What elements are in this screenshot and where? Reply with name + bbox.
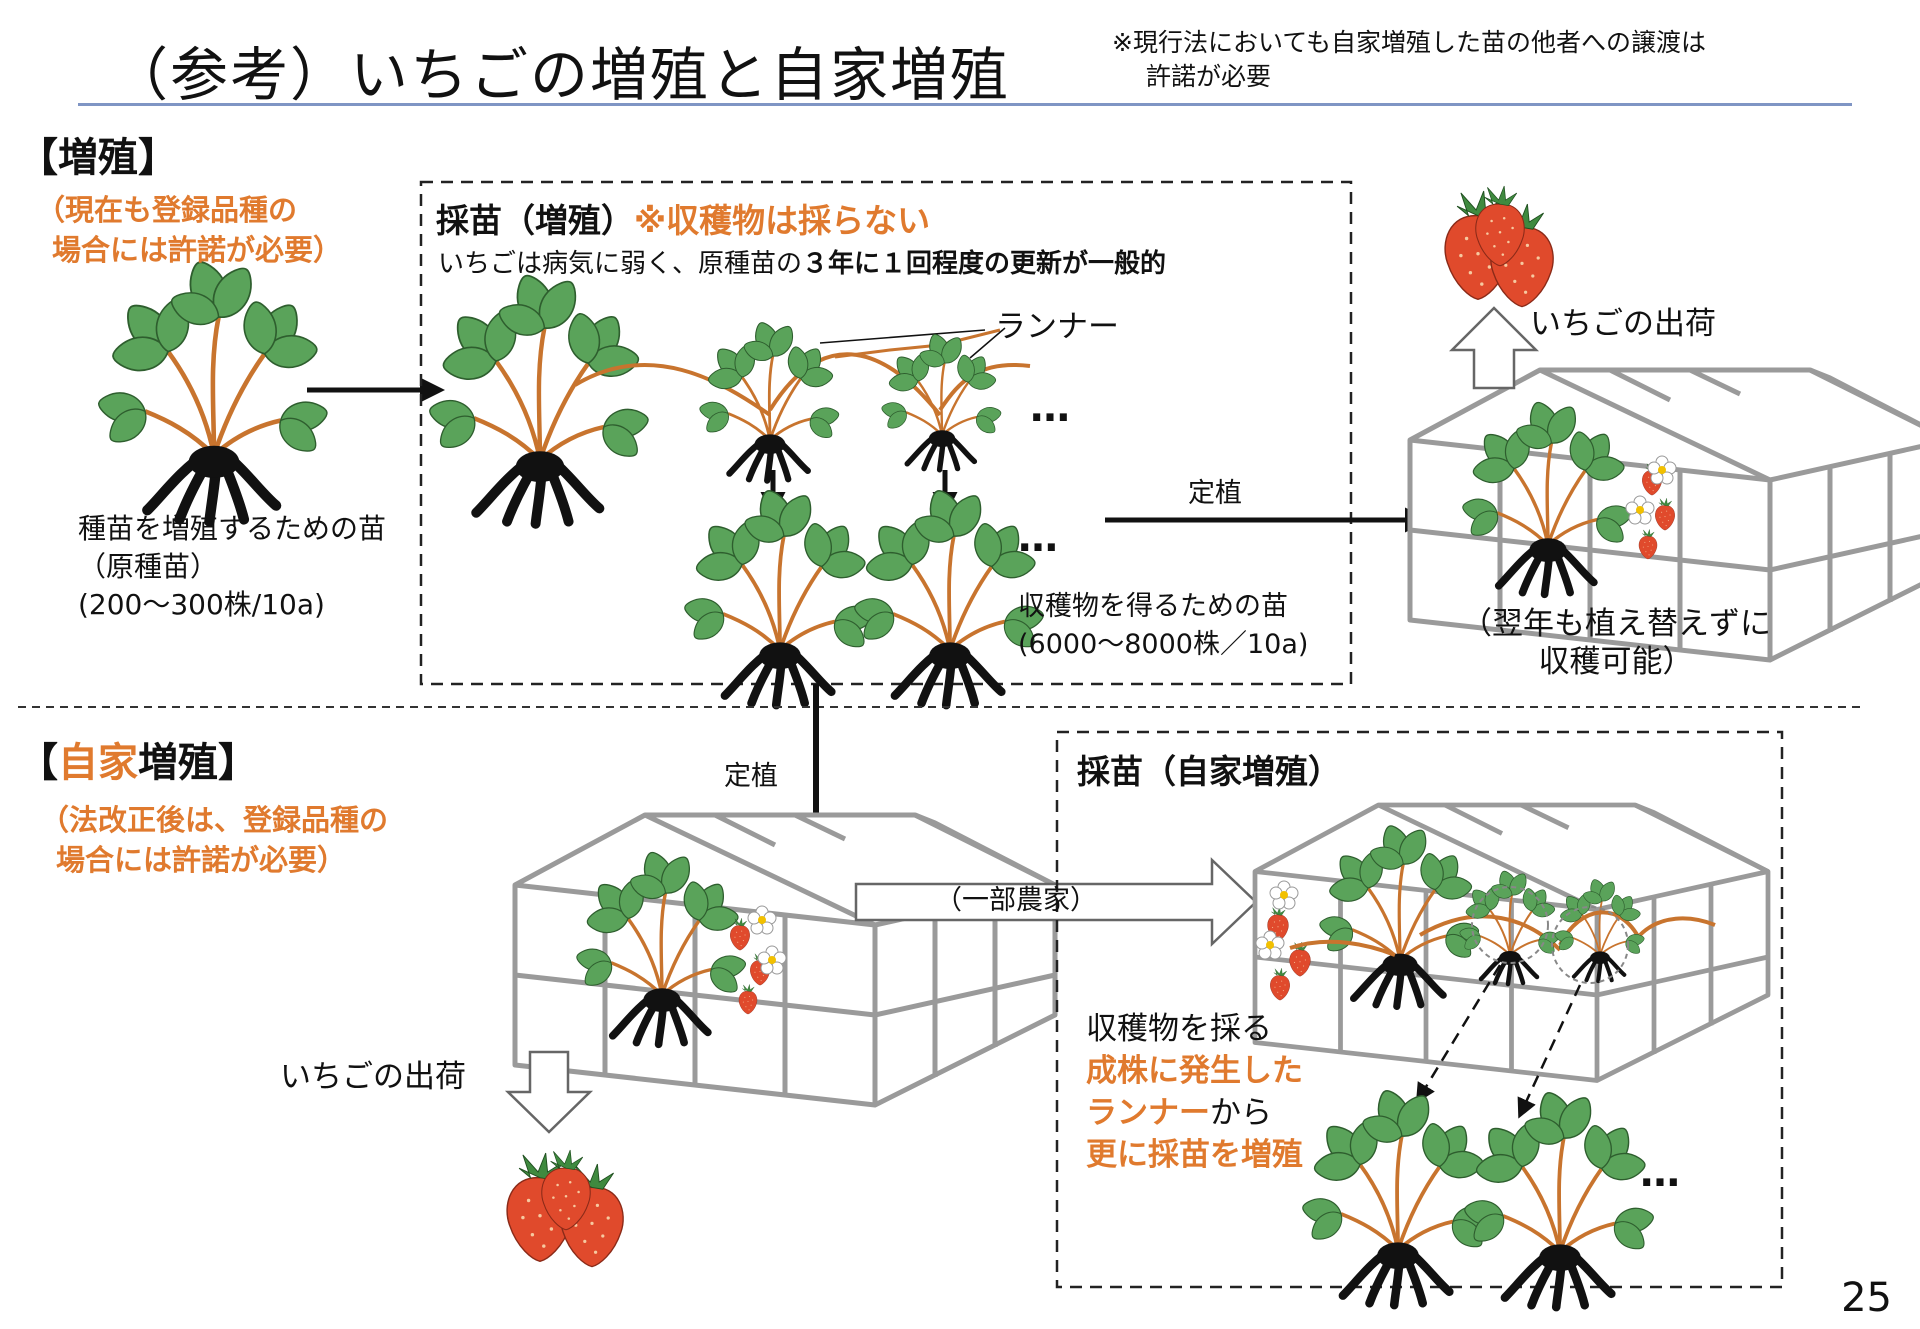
- self-propagation-label: 【自家増殖】: [18, 740, 258, 786]
- seedling-icon: [1301, 1086, 1493, 1305]
- shipping-label: いちごの出荷: [1530, 306, 1716, 342]
- header-note: ※現行法においても自家増殖した苗の他者への譲渡は 許諾が必要: [1112, 26, 1706, 94]
- header-note-line1: ※現行法においても自家増殖した苗の他者への譲渡は: [1112, 28, 1706, 57]
- shipping-down-arrow: [504, 1050, 594, 1134]
- self-propagation-license-note: （法改正後は、登録品種の 場合には許諾が必要）: [40, 803, 389, 877]
- self-propagation-description: 収穫物を採る 成株に発生した ランナーから 更に採苗を増殖: [1086, 1011, 1303, 1173]
- harvest-seedling-caption: 収穫物を得るための苗 (6000～8000株／10a): [1018, 591, 1309, 660]
- runner-plant-icon: [881, 331, 1003, 469]
- continuation-dots: …: [1030, 385, 1074, 431]
- runner-highlight-circle: [1471, 886, 1549, 964]
- propagation-box-subtitle: いちごは病気に弱く、原種苗の３年に１回程度の更新が一般的: [438, 249, 1167, 279]
- continuation-dots: …: [1018, 515, 1062, 561]
- page-number: 25: [1841, 1275, 1892, 1321]
- page-title: （参考）いちごの増殖と自家増殖: [110, 41, 1011, 109]
- runner-highlight-circle: [1551, 906, 1629, 984]
- header-note-line2: 許諾が必要: [1146, 62, 1272, 91]
- seedling-icon: [1463, 1088, 1655, 1307]
- continuation-dots: …: [1640, 1150, 1684, 1196]
- shipping-up-arrow: [1448, 306, 1540, 390]
- runner-label: ランナー: [995, 309, 1119, 345]
- propagation-label: 【増殖】: [18, 135, 178, 181]
- self-propagation-box-title: 採苗（自家増殖）: [1077, 752, 1341, 791]
- planting-label: 定植: [724, 761, 778, 792]
- stock-plant-caption: 種苗を増殖するための苗 （原種苗） (200～300株/10a): [78, 512, 387, 621]
- propagation-label-text: 増殖: [58, 135, 138, 181]
- no-harvest-note: ※収穫物は採らない: [634, 201, 931, 240]
- propagation-box: [419, 180, 1353, 686]
- shipping-label: いちごの出荷: [280, 1059, 466, 1095]
- greenhouse-caption: （翌年も植え替えずに 収穫可能）: [1461, 606, 1771, 680]
- seedling-icon: [683, 486, 875, 705]
- propagation-box-title: 採苗（増殖）※収穫物は採らない: [436, 201, 931, 240]
- mother-plant-icon: [427, 270, 650, 524]
- stock-plant-icon: [96, 257, 329, 522]
- propagation-license-note: （現在も登録品種の 場合には許諾が必要）: [36, 193, 343, 267]
- planting-label: 定植: [1188, 478, 1242, 509]
- runner-plant-icon: [698, 319, 840, 480]
- title-divider: [78, 103, 1852, 106]
- some-farmers-label: （一部農家）: [935, 885, 1097, 916]
- seedling-icon: [853, 486, 1045, 705]
